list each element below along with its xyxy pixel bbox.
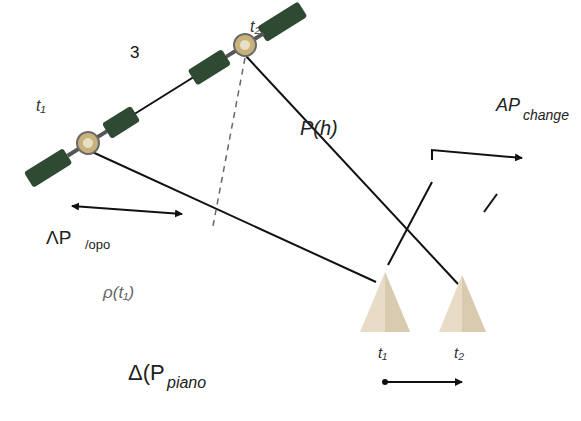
bracket-line bbox=[388, 182, 432, 265]
displacement-arrow bbox=[385, 381, 462, 383]
range-line bbox=[88, 150, 376, 282]
callout-number: 3 bbox=[130, 44, 139, 61]
bracket-line bbox=[484, 194, 497, 212]
receiver-shade bbox=[385, 272, 410, 332]
difference-subscript: /opo bbox=[85, 238, 110, 251]
time-label: t₁ bbox=[36, 98, 46, 114]
projection-line bbox=[213, 58, 245, 226]
range-line bbox=[245, 55, 458, 284]
satellite bbox=[23, 104, 142, 189]
change-subscript: change bbox=[523, 108, 569, 122]
displacement-dot bbox=[382, 379, 388, 385]
difference-arrow bbox=[72, 206, 182, 214]
satellite bbox=[187, 0, 309, 87]
time-label: t₁ bbox=[378, 345, 387, 360]
time-label: t₂ bbox=[454, 345, 464, 360]
satellite-track bbox=[88, 45, 245, 143]
difference-label: Δ(P bbox=[128, 362, 165, 384]
difference-subscript: piano bbox=[167, 375, 206, 391]
change-label: AP bbox=[496, 96, 520, 114]
change-arrow bbox=[432, 150, 522, 160]
receiver-cone bbox=[360, 272, 410, 332]
range-label: ρ(t₁) bbox=[103, 284, 134, 301]
time-label: t₂ bbox=[250, 19, 261, 35]
range-label: P(h) bbox=[300, 118, 338, 138]
receiver-cone bbox=[439, 275, 486, 332]
difference-label: ΛP bbox=[46, 228, 71, 247]
receiver-shade bbox=[462, 275, 486, 332]
